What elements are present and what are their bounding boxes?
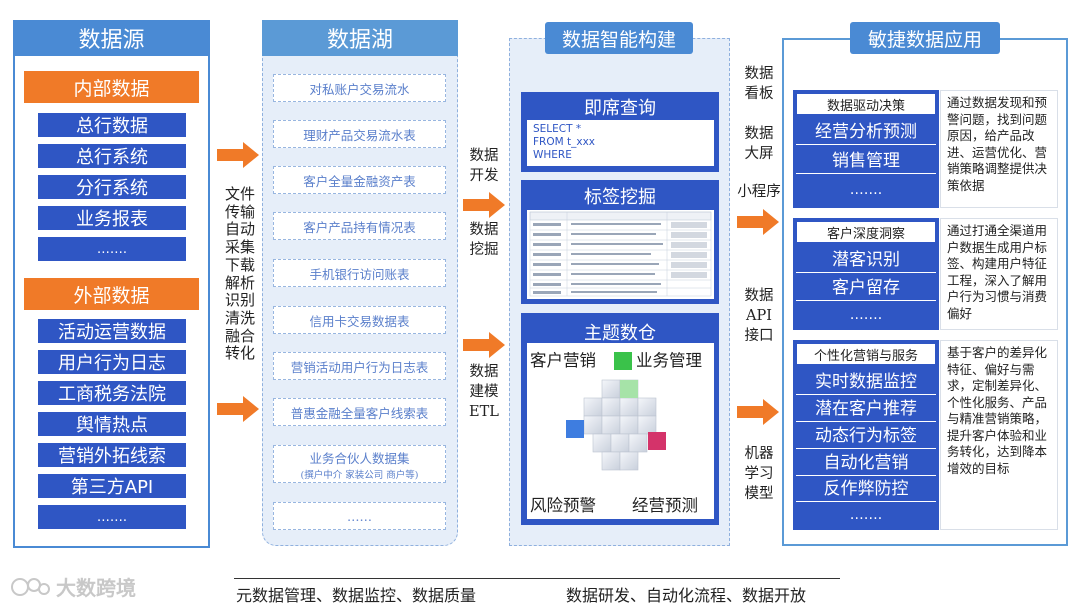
source-title: 数据源 [13, 20, 210, 56]
app-item: 销售管理 [796, 148, 936, 174]
lake-partner-item: 业务合伙人数据集 (撰户中介 家装公司 商户等) [273, 445, 446, 483]
query-title: 即席查询 [584, 98, 656, 119]
footer-right: 数据研发、自动化流程、数据开放 [566, 586, 807, 605]
mining-label: 数据 挖掘 [469, 222, 499, 258]
footer-logo: 大数跨境 [10, 572, 136, 601]
app-item: ……. [849, 307, 883, 323]
app-item: 实时数据监控 [796, 369, 936, 395]
footer-divider [234, 578, 840, 579]
lake-item: 客户产品持有情况表 [273, 212, 446, 240]
wh-label: 经营预测 [632, 496, 698, 515]
sql-line: SELECT * [533, 123, 582, 135]
app-item: 动态行为标签 [796, 423, 936, 449]
tag-title: 标签挖掘 [584, 187, 656, 208]
cube-graphic [566, 352, 666, 471]
app-item: 经营分析预测 [796, 119, 936, 145]
internal-item: 总行数据 [38, 113, 186, 137]
lake-item: 客户全量金融资产表 [273, 166, 446, 194]
dev-label: 数据 开发 [469, 148, 499, 184]
external-item: 工商税务法院 [38, 381, 186, 405]
lake-item: 理财产品交易流水表 [273, 120, 446, 148]
sql-line: WHERE [533, 149, 572, 161]
lake-item: 营销活动用户行为日志表 [273, 352, 446, 380]
channel-bigscreen-label: 数据 大屏 [744, 126, 774, 162]
lake-title: 数据湖 [262, 20, 458, 56]
arrow-right-icon [217, 396, 259, 422]
app-group-title: 客户深度洞察 [796, 221, 936, 243]
app-group-desc: 通过打通全渠道用户数据生成用户标签、构建用户特征工程，深入了解用户行为习惯与消费… [940, 218, 1058, 330]
partner-title: 业务合伙人数据集 [309, 450, 410, 466]
lake-item: 普惠金融全量客户线索表 [273, 398, 446, 426]
app-item: 潜客识别 [796, 247, 936, 273]
tag-table-image [527, 210, 714, 299]
arrow-right-icon [217, 142, 259, 168]
warehouse-title: 主题数仓 [584, 323, 656, 344]
channel-dashboard-label: 数据 看板 [744, 66, 774, 102]
logo-icon [11, 577, 50, 596]
arrow-right-icon [463, 192, 505, 218]
external-data-label: 外部数据 [24, 278, 199, 310]
app-group-bg [793, 340, 939, 530]
app-group-desc: 基于客户的差异化特征、偏好与需求，定制差异化、个性化服务、产品与精准营销策略，提… [940, 340, 1058, 530]
app-item: 潜在客户推荐 [796, 396, 936, 422]
wh-label: 客户营销 [530, 351, 596, 370]
apps-title: 敏捷数据应用 [850, 22, 1000, 54]
external-item: 用户行为日志 [38, 350, 186, 374]
transfer-label: 文件 传输 自动 采集 下载 解析 识别 清洗 融合 转化 [225, 185, 256, 363]
channel-miniapp-label: 小程序 [737, 184, 781, 200]
arrow-right-icon [463, 332, 505, 358]
sql-line: FROM t_xxx [533, 136, 596, 148]
app-item: 自动化营销 [796, 450, 936, 476]
external-item: ……. [38, 505, 186, 529]
arrow-right-icon [737, 399, 779, 425]
logo-text: 大数跨境 [56, 576, 136, 600]
channel-ml-label: 机器 学习 模型 [744, 446, 774, 502]
external-item: 营销外拓线索 [38, 443, 186, 467]
app-group-title: 个性化营销与服务 [796, 343, 936, 365]
sql-box: SELECT * FROM t_xxx WHERE [527, 120, 714, 166]
app-group-desc: 通过数据发现和预警问题，找到问题原因，给产品改进、运营优化、营销策略调整提供决策… [940, 90, 1058, 208]
footer-left: 元数据管理、数据监控、数据质量 [236, 586, 477, 605]
partner-subtitle: (撰户中介 家装公司 商户等) [300, 469, 419, 481]
wh-label: 风险预警 [530, 496, 596, 515]
wh-label: 业务管理 [636, 351, 702, 370]
channel-api-label: 数据 API 接口 [744, 288, 774, 344]
app-group-title: 数据驱动决策 [796, 93, 936, 115]
lake-item: 手机银行访问账表 [273, 259, 446, 287]
internal-item: ……. [38, 237, 186, 261]
internal-data-label: 内部数据 [24, 71, 199, 103]
external-item: 活动运营数据 [38, 319, 186, 343]
app-item: 反作弊防控 [796, 476, 936, 502]
app-item: 客户留存 [796, 275, 936, 301]
lake-item: …… [273, 502, 446, 530]
modeling-label: 数据 建模 ETL [469, 364, 499, 420]
arrow-right-icon [737, 209, 779, 235]
internal-item: 业务报表 [38, 206, 186, 230]
internal-item: 总行系统 [38, 144, 186, 168]
external-item: 第三方API [38, 474, 186, 498]
app-item: ……. [849, 182, 883, 198]
lake-item: 信用卡交易数据表 [273, 306, 446, 334]
internal-item: 分行系统 [38, 175, 186, 199]
app-item: ……. [849, 507, 883, 523]
smart-title: 数据智能构建 [545, 22, 693, 54]
external-item: 舆情热点 [38, 412, 186, 436]
lake-item: 对私账户交易流水 [273, 74, 446, 102]
